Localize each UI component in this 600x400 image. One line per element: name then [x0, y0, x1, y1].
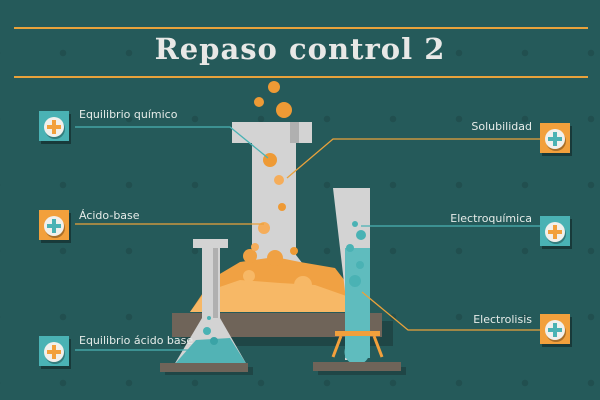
equilibrio-acido-base-button[interactable] [39, 336, 69, 366]
electrolisis-button[interactable] [540, 314, 570, 344]
solubilidad-button[interactable] [540, 123, 570, 153]
plus-icon [548, 225, 562, 239]
equilibrio-acido-base-label[interactable]: Equilibrio ácido base [79, 334, 194, 347]
page-title: Repaso control 2 [154, 32, 446, 66]
plus-icon [548, 132, 562, 146]
plus-icon [47, 120, 61, 134]
acido-base-button[interactable] [39, 210, 69, 240]
electroquimica-button[interactable] [540, 216, 570, 246]
equilibrio-quimico-label[interactable]: Equilibrio químico [79, 108, 178, 121]
electrolisis-label[interactable]: Electrolisis [473, 313, 532, 326]
acido-base-label[interactable]: Ácido-base [79, 209, 140, 222]
equilibrio-quimico-button[interactable] [39, 111, 69, 141]
title-rule-bottom [14, 76, 588, 78]
plus-icon [548, 323, 562, 337]
solubilidad-label[interactable]: Solubilidad [471, 120, 532, 133]
electroquimica-label[interactable]: Electroquímica [450, 212, 532, 225]
plus-icon [47, 345, 61, 359]
title-rule-top [14, 27, 588, 29]
plus-icon [47, 219, 61, 233]
